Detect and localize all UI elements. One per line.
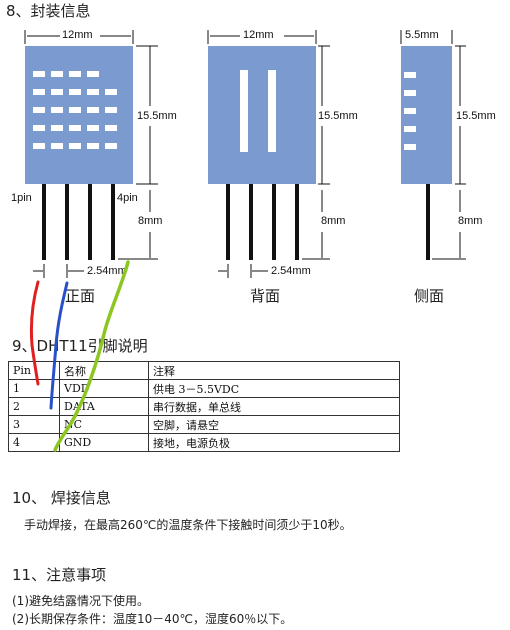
side-view [400, 30, 466, 260]
cell-pin: 3 [8, 415, 60, 434]
dim-back-height: 15.5mm [318, 110, 358, 122]
cell-note: 空脚，请悬空 [148, 415, 400, 434]
header-pin: Pin [8, 361, 60, 380]
dim-front-height: 15.5mm [137, 110, 177, 122]
dim-side-height: 15.5mm [456, 110, 496, 122]
side-sensor-body [401, 46, 452, 184]
dim-back-pitch: 2.54mm [271, 265, 311, 277]
section-10-heading: 10、 焊接信息 [12, 489, 111, 507]
section-11-heading: 11、注意事项 [12, 566, 107, 584]
cell-pin: 2 [8, 397, 60, 416]
dim-front-pin-length: 8mm [138, 215, 163, 227]
dim-front-pitch: 2.54mm [87, 265, 127, 277]
section-8-heading: 8、封装信息 [6, 2, 91, 20]
back-pins [226, 184, 299, 260]
label-pin4: 4pin [117, 192, 138, 204]
back-sensor-body [208, 46, 316, 184]
label-side-view: 侧面 [414, 287, 445, 305]
front-pins [42, 184, 115, 260]
pin-table: Pin 名称 注释 1 VDD 供电 3－5.5VDC 2 DATA 串行数据，… [8, 361, 400, 452]
front-sensor-body [25, 46, 133, 184]
cell-name: NC [59, 415, 149, 434]
table-row: 4 GND 接地，电源负极 [8, 433, 400, 452]
soldering-text: 手动焊接，在最高260℃的温度条件下接触时间须少于10秒。 [24, 518, 352, 532]
dim-side-width: 5.5mm [405, 29, 439, 41]
cell-note: 供电 3－5.5VDC [148, 379, 400, 398]
pin-table-header: Pin 名称 注释 [8, 361, 400, 380]
label-back-view: 背面 [250, 287, 281, 305]
note-2: (2)长期保存条件：温度10－40℃，湿度60％以下。 [12, 612, 293, 626]
table-row: 2 DATA 串行数据，单总线 [8, 397, 400, 416]
label-pin1: 1pin [11, 192, 32, 204]
cell-pin: 4 [8, 433, 60, 452]
front-view [24, 30, 158, 278]
back-view [207, 30, 330, 278]
cell-note: 串行数据，单总线 [148, 397, 400, 416]
table-row: 3 NC 空脚，请悬空 [8, 415, 400, 434]
cell-name: GND [59, 433, 149, 452]
table-row: 1 VDD 供电 3－5.5VDC [8, 379, 400, 398]
cell-pin: 1 [8, 379, 60, 398]
note-1: (1)避免结露情况下使用。 [12, 594, 149, 608]
header-name: 名称 [59, 361, 149, 380]
front-vent-grid [33, 71, 117, 149]
cell-name: VDD [59, 379, 149, 398]
section-9-heading: 9、DHT11引脚说明 [12, 337, 148, 355]
cell-name: DATA [59, 397, 149, 416]
dim-back-pin-length: 8mm [321, 215, 346, 227]
dim-back-width: 12mm [243, 29, 274, 41]
dim-front-width: 12mm [62, 29, 93, 41]
side-pin [426, 184, 430, 260]
header-note: 注释 [148, 361, 400, 380]
cell-note: 接地，电源负极 [148, 433, 400, 452]
label-front-view: 正面 [65, 287, 96, 305]
dim-side-pin-length: 8mm [458, 215, 483, 227]
package-drawings [24, 30, 466, 278]
